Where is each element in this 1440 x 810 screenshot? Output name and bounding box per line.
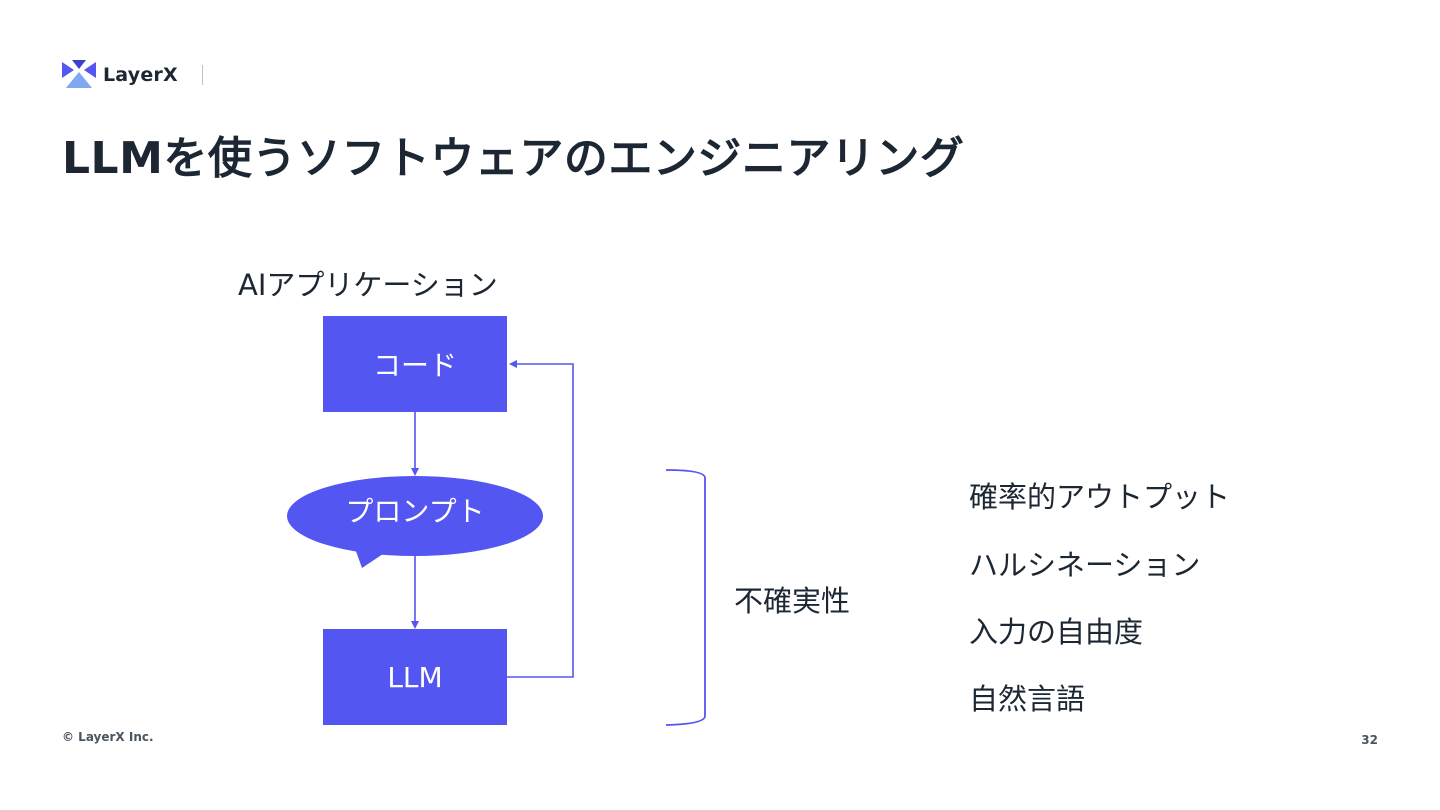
footer-copyright: © LayerX Inc. [62, 730, 154, 744]
code-box: コード [323, 316, 507, 412]
uncertainty-bracket [665, 469, 706, 726]
code-box-label: コード [372, 349, 457, 382]
header-divider [201, 65, 203, 85]
llm-box: LLM [323, 629, 507, 725]
layerx-logo-icon [62, 60, 96, 88]
prompt-label: プロンプト [345, 495, 485, 528]
brand-logo: LayerX [62, 60, 203, 90]
factor-item: ハルシネーション [969, 548, 1201, 582]
arrow-llm-to-code-feedback [507, 360, 574, 678]
logo-text: LayerX [103, 64, 178, 86]
ai-application-label: AIアプリケーション [238, 268, 498, 302]
factor-item: 入力の自由度 [969, 615, 1144, 649]
factor-item: 自然言語 [969, 682, 1086, 716]
uncertainty-label: 不確実性 [734, 584, 851, 618]
prompt-bubble [287, 476, 543, 556]
factor-item: 確率的アウトプット [969, 480, 1231, 514]
prompt-bubble-tail [352, 540, 392, 568]
page-number: 32 [1361, 733, 1378, 747]
slide-title: LLMを使うソフトウェアのエンジニアリング [62, 133, 965, 184]
llm-box-label: LLM [387, 660, 443, 694]
